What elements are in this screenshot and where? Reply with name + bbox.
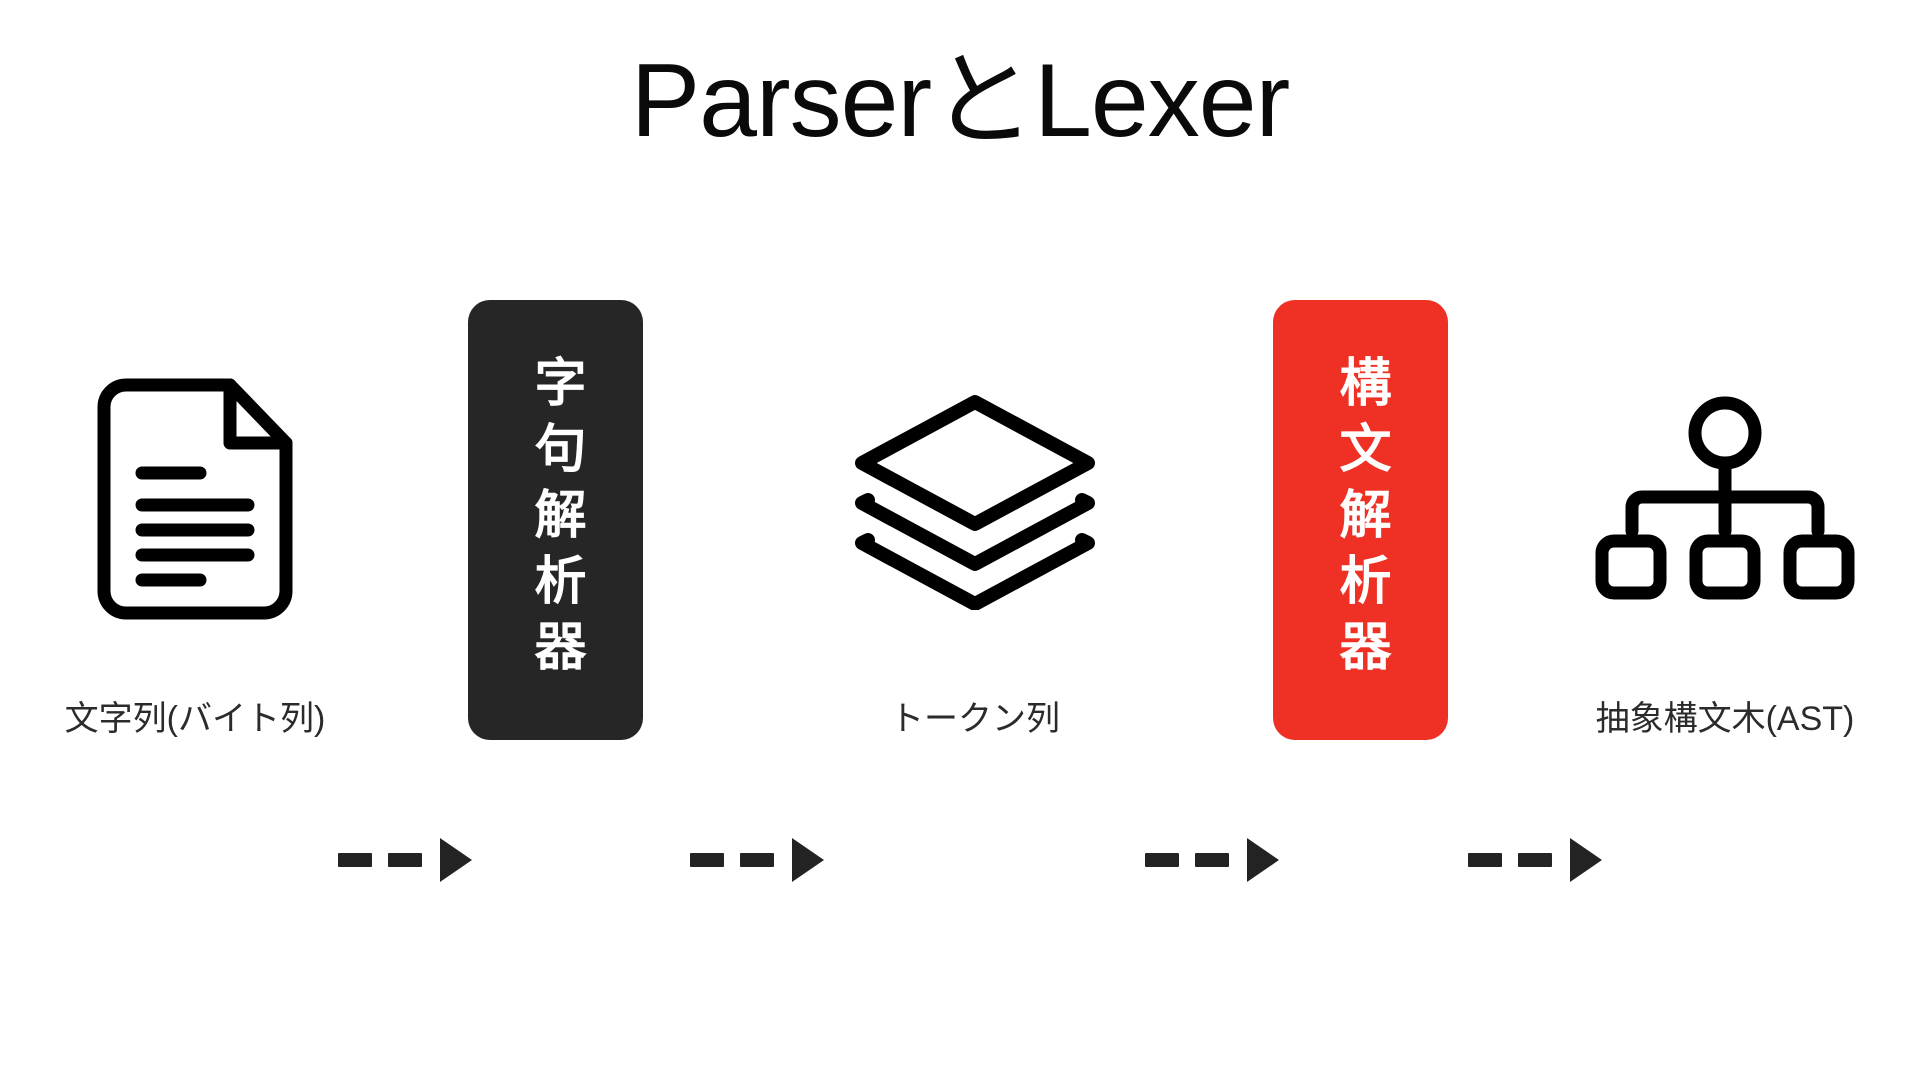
page-title: ParserとLexer	[630, 43, 1290, 159]
arrow-head-icon	[1570, 838, 1602, 882]
arrow-dash	[1468, 853, 1502, 867]
arrow-lexer-to-tokens	[690, 838, 824, 882]
stage-lexer: 字句解析器	[430, 300, 680, 780]
arrow-head-icon	[440, 838, 472, 882]
parser-process-box[interactable]: 構文解析器	[1272, 300, 1448, 740]
arrow-dash	[1145, 853, 1179, 867]
stage-label-tokens: トークン列	[890, 700, 1060, 738]
hierarchy-tree-icon-wrapper	[1590, 300, 1860, 700]
arrow-dash	[1518, 853, 1552, 867]
arrow-parser-to-ast	[1468, 838, 1602, 882]
arrow-dash	[388, 853, 422, 867]
stage-source: 文字列(バイト列)	[30, 300, 360, 780]
arrow-head-icon	[792, 838, 824, 882]
document-icon	[97, 378, 293, 620]
stage-label-source: 文字列(バイト列)	[64, 700, 326, 738]
lexer-box-label: 字句解析器	[526, 355, 584, 685]
hierarchy-tree-icon	[1595, 396, 1855, 600]
document-icon-wrapper	[90, 300, 300, 700]
parser-box-wrapper: 構文解析器	[1272, 300, 1448, 770]
layers-icon-wrapper	[850, 300, 1100, 700]
stage-parser: 構文解析器	[1235, 300, 1485, 780]
arrow-dash	[740, 853, 774, 867]
arrow-dash	[690, 853, 724, 867]
pipeline-diagram: 文字列(バイト列) 字句解析器 トークン列	[0, 300, 1920, 882]
stage-ast: 抽象構文木(AST)	[1560, 300, 1890, 780]
stage-tokens: トークン列	[760, 300, 1190, 780]
stage-label-ast: 抽象構文木(AST)	[1595, 700, 1855, 738]
layers-icon	[855, 395, 1095, 610]
arrow-source-to-lexer	[338, 838, 472, 882]
lexer-box-wrapper: 字句解析器	[467, 300, 643, 770]
arrow-dash	[1195, 853, 1229, 867]
parser-box-label: 構文解析器	[1331, 355, 1389, 685]
arrow-head-icon	[1247, 838, 1279, 882]
arrow-tokens-to-parser	[1145, 838, 1279, 882]
lexer-process-box[interactable]: 字句解析器	[467, 300, 643, 740]
arrow-dash	[338, 853, 372, 867]
